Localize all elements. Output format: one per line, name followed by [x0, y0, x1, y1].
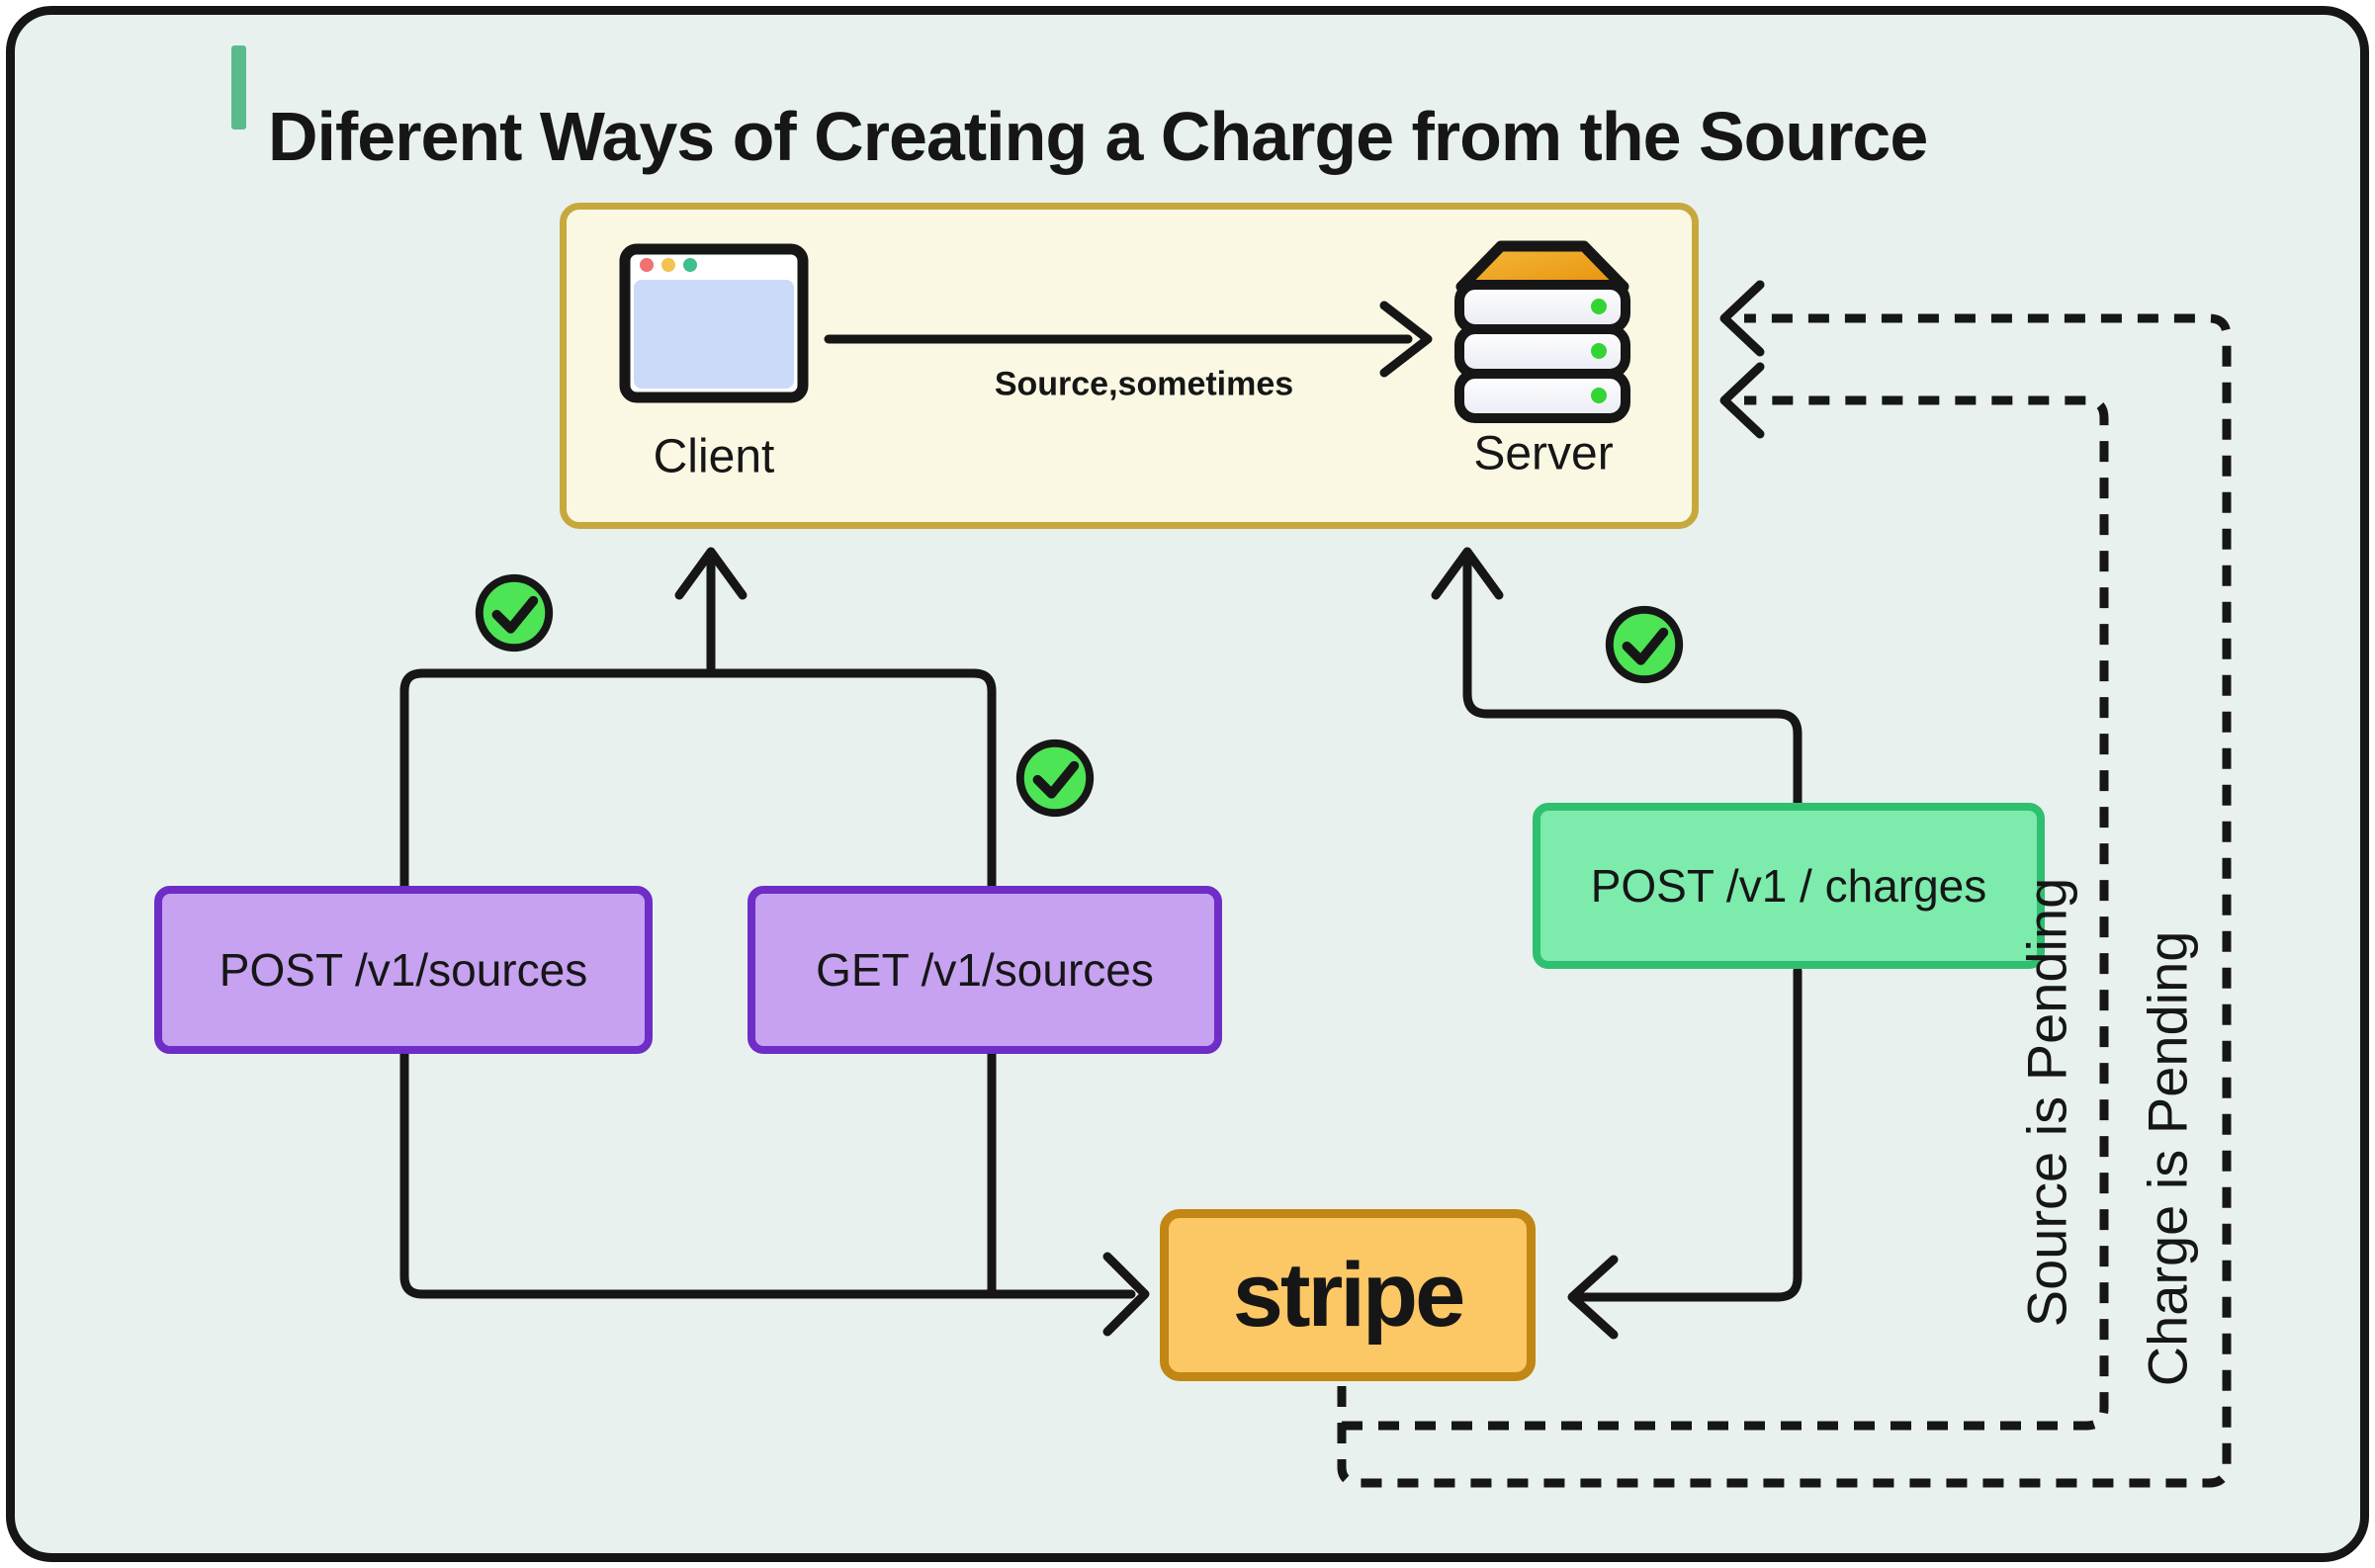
browser-window-icon [619, 243, 809, 403]
node-get-sources: GET /v1/sources [748, 886, 1222, 1054]
node-post-charges-label: POST /v1 / charges [1590, 860, 1987, 912]
arrowhead-into-server [1379, 301, 1433, 378]
arrowhead-source-pending [1719, 362, 1765, 439]
charge-pending-label: Charge is Pending [2136, 930, 2199, 1387]
node-post-sources-label: POST /v1/sources [219, 944, 588, 996]
arrowhead-up-client [674, 547, 748, 600]
connector-charges-to-stripe [1573, 966, 1803, 1302]
connector-post-to-junction [399, 668, 716, 891]
node-post-sources: POST /v1/sources [154, 886, 653, 1054]
client-label: Client [653, 430, 775, 483]
client-server-arrow-label: Source,sometimes [994, 365, 1294, 403]
connector-post-to-stripe [399, 1049, 1136, 1299]
check-icon [475, 573, 554, 653]
check-icon [1015, 739, 1095, 818]
dashed-charge-pending [1337, 313, 2232, 1488]
stripe-logo: stripe [1232, 1244, 1466, 1346]
arrowhead-into-stripe-right [1567, 1255, 1619, 1340]
arrowhead-into-stripe-left [1102, 1252, 1150, 1337]
connector-get-to-junction [706, 668, 997, 891]
node-get-sources-label: GET /v1/sources [816, 944, 1154, 996]
dashed-source-pending [1342, 395, 2109, 1431]
server-label: Server [1473, 427, 1614, 480]
check-icon [1605, 605, 1684, 684]
title-accent-bar [231, 45, 246, 130]
page-title: Diferent Ways of Creating a Charge from … [268, 97, 1928, 175]
node-post-charges: POST /v1 / charges [1533, 803, 2045, 969]
connector-charges-to-server [1462, 551, 1803, 808]
arrowhead-up-server [1431, 547, 1504, 600]
arrowhead-charge-pending [1719, 280, 1765, 357]
source-pending-label: Source is Pending [2015, 877, 2078, 1328]
server-stack-icon [1454, 240, 1630, 423]
node-stripe: stripe [1160, 1209, 1536, 1381]
